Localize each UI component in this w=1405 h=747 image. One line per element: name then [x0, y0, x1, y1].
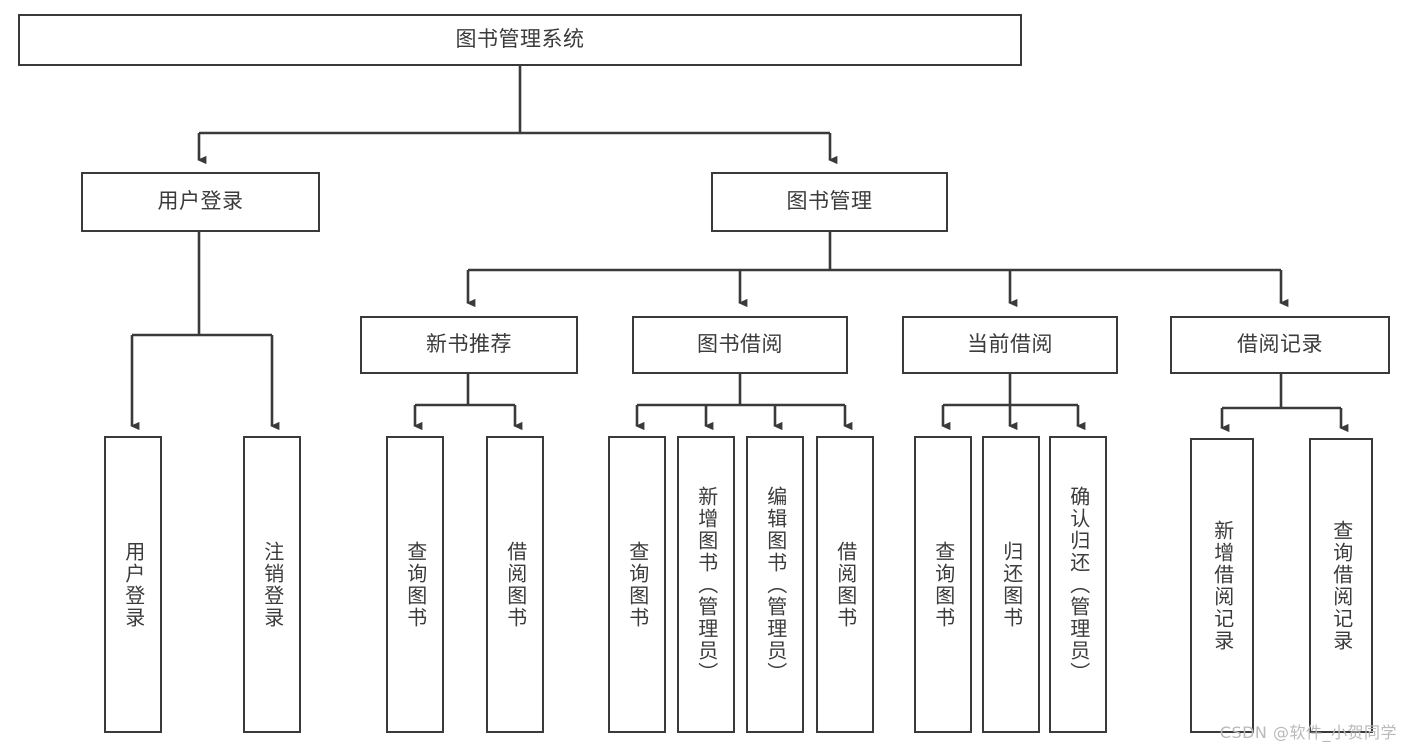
- node-root-label: 图书管理系统: [455, 27, 585, 52]
- leaf-query-book-2[interactable]: 查询图书: [608, 436, 666, 733]
- leaf-query-book-3-label: 查询图书: [931, 540, 956, 629]
- leaf-add-record[interactable]: 新增借阅记录: [1190, 438, 1254, 733]
- leaf-query-book-2-label: 查询图书: [625, 540, 650, 629]
- leaf-add-book-label: 新增图书（管理员）: [694, 485, 719, 684]
- leaf-edit-book[interactable]: 编辑图书（管理员）: [746, 436, 804, 733]
- node-book-manage-label: 图书管理: [786, 189, 873, 214]
- leaf-borrow-book-2-label: 借阅图书: [833, 540, 858, 629]
- node-root[interactable]: 图书管理系统: [18, 14, 1022, 66]
- node-new-book-recommend[interactable]: 新书推荐: [360, 316, 578, 374]
- leaf-query-record-label: 查询借阅记录: [1329, 519, 1354, 652]
- node-borrow-record-label: 借阅记录: [1237, 332, 1323, 357]
- leaf-return-book[interactable]: 归还图书: [982, 436, 1040, 733]
- leaf-logout-login[interactable]: 注销登录: [243, 436, 301, 733]
- leaf-borrow-book-1-label: 借阅图书: [503, 540, 528, 629]
- node-book-borrow-label: 图书借阅: [697, 332, 783, 357]
- leaf-borrow-book-2[interactable]: 借阅图书: [816, 436, 874, 733]
- leaf-user-login-label: 用户登录: [121, 540, 146, 629]
- leaf-edit-book-label: 编辑图书（管理员）: [763, 485, 788, 684]
- node-new-book-recommend-label: 新书推荐: [426, 332, 512, 357]
- node-user-login-label: 用户登录: [157, 189, 244, 214]
- leaf-query-record[interactable]: 查询借阅记录: [1309, 438, 1373, 733]
- node-borrow-record[interactable]: 借阅记录: [1170, 316, 1390, 374]
- leaf-user-login[interactable]: 用户登录: [104, 436, 162, 733]
- node-book-manage[interactable]: 图书管理: [711, 172, 948, 232]
- leaf-logout-login-label: 注销登录: [260, 540, 285, 629]
- leaf-confirm-return[interactable]: 确认归还（管理员）: [1049, 436, 1107, 733]
- node-current-borrow-label: 当前借阅: [967, 332, 1053, 357]
- leaf-add-book[interactable]: 新增图书（管理员）: [677, 436, 735, 733]
- leaf-query-book-1[interactable]: 查询图书: [386, 436, 444, 733]
- leaf-borrow-book-1[interactable]: 借阅图书: [486, 436, 544, 733]
- node-book-borrow[interactable]: 图书借阅: [632, 316, 848, 374]
- leaf-add-record-label: 新增借阅记录: [1210, 519, 1235, 652]
- leaf-query-book-3[interactable]: 查询图书: [914, 436, 972, 733]
- node-user-login[interactable]: 用户登录: [81, 172, 320, 232]
- leaf-confirm-return-label: 确认归还（管理员）: [1066, 485, 1091, 684]
- leaf-query-book-1-label: 查询图书: [403, 540, 428, 629]
- leaf-return-book-label: 归还图书: [999, 540, 1024, 629]
- node-current-borrow[interactable]: 当前借阅: [902, 316, 1118, 374]
